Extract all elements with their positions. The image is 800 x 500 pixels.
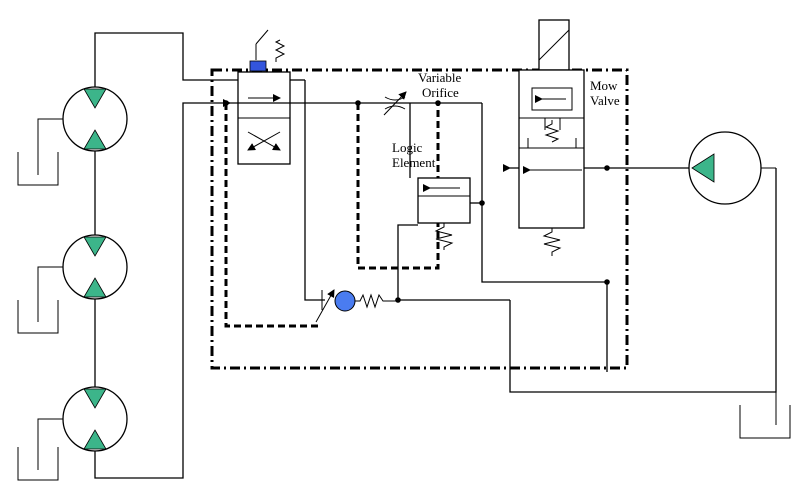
- hydraulic-motor-icon: [62, 234, 128, 300]
- pressure-lines: [223, 79, 777, 393]
- tank-icon: [739, 167, 791, 439]
- logic-element: [417, 177, 471, 250]
- tank-icon: [17, 266, 63, 334]
- logic-element-label: Logic Element: [392, 140, 436, 170]
- directional-valve: [237, 29, 291, 165]
- hydraulic-motor-icon: [62, 386, 128, 452]
- hydraulic-pump-icon: [688, 131, 762, 205]
- spring-icon: [434, 223, 454, 250]
- tank-icon: [17, 418, 63, 481]
- actuator-button: [249, 60, 267, 72]
- spring-icon: [542, 228, 562, 256]
- hydraulic-motor-icon: [62, 86, 128, 152]
- mow-valve-label: Mow Valve: [590, 78, 621, 108]
- manual-lever-icon: [255, 29, 269, 60]
- variable-orifice-icon: [383, 91, 407, 116]
- spring-icon: [274, 39, 286, 62]
- spring-icon: [355, 293, 398, 309]
- manifold-block: [210, 68, 629, 370]
- tank-icon: [17, 118, 63, 186]
- spring-icon: [544, 120, 560, 143]
- check-valve-icon: [315, 289, 398, 323]
- supply-lines: [94, 32, 290, 479]
- variable-orifice-label: Variable Orifice: [418, 70, 465, 100]
- junction-dots: [223, 100, 610, 303]
- mow-valve: [518, 19, 585, 256]
